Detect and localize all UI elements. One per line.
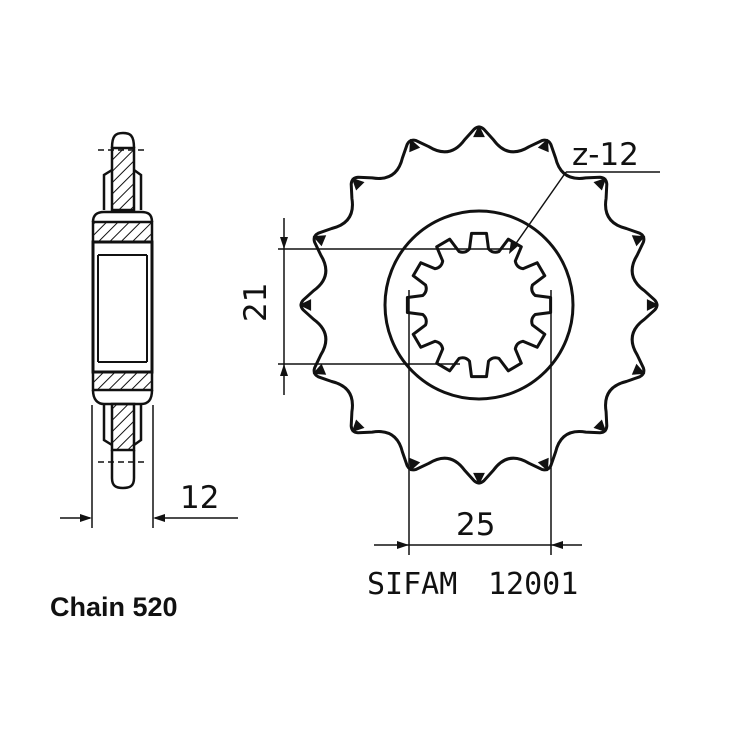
maker-caption: SIFAM bbox=[367, 567, 457, 602]
spline-bore-outline bbox=[405, 231, 553, 379]
tooth-tip bbox=[351, 419, 365, 433]
inner-dim-label: 21 bbox=[238, 283, 274, 322]
tooth-tip bbox=[537, 457, 549, 472]
lower-hub-band bbox=[91, 370, 154, 392]
upper-tooth-section bbox=[110, 146, 136, 212]
tooth-tip bbox=[646, 299, 659, 311]
chain-caption: Chain 520 bbox=[50, 592, 178, 622]
teeth-leader-line bbox=[509, 171, 567, 253]
upper-hub-flange bbox=[91, 210, 154, 223]
sprocket-teeth-outline bbox=[299, 125, 659, 485]
teeth-count-label: z-12 bbox=[572, 137, 639, 173]
tooth-tip bbox=[473, 125, 485, 138]
spline-width-label: 25 bbox=[456, 507, 495, 543]
thickness-arrowhead-left bbox=[80, 514, 92, 522]
tooth-tip bbox=[312, 363, 327, 375]
tooth-tip bbox=[473, 472, 485, 485]
tooth-tip bbox=[593, 419, 607, 433]
dim25-arrow-left bbox=[397, 541, 409, 549]
lower-hub-flange bbox=[91, 389, 154, 406]
upper-tooth-tip bbox=[110, 131, 136, 149]
tooth-tip bbox=[409, 138, 421, 153]
tooth-tips bbox=[299, 125, 659, 485]
side-section-view: 12 bbox=[60, 131, 238, 528]
upper-tooth-flare bbox=[102, 168, 143, 210]
dim25-arrow-right bbox=[551, 541, 563, 549]
tooth-tip bbox=[593, 177, 607, 191]
tooth-tip bbox=[631, 363, 646, 375]
hub-body bbox=[91, 240, 154, 374]
tooth-tip bbox=[409, 457, 421, 472]
thickness-arrowhead-right bbox=[153, 514, 165, 522]
lower-tooth-flare bbox=[102, 404, 143, 447]
part-number-caption: 12001 bbox=[488, 567, 578, 602]
tooth-tip bbox=[537, 138, 549, 153]
upper-hub-band bbox=[91, 220, 154, 244]
dim21-arrow-bottom bbox=[280, 364, 288, 376]
tooth-tip bbox=[351, 177, 365, 191]
tooth-tip bbox=[631, 235, 646, 247]
tooth-tip bbox=[299, 299, 312, 311]
teeth-leader-arrow bbox=[509, 241, 518, 254]
lower-tooth-tip bbox=[110, 450, 136, 490]
tooth-tip bbox=[312, 235, 327, 247]
hub-circle bbox=[383, 209, 575, 401]
front-view: 21 25 z-12 bbox=[238, 125, 660, 555]
dim21-arrow-top bbox=[280, 237, 288, 249]
thickness-label: 12 bbox=[180, 480, 219, 516]
lower-tooth-section bbox=[110, 402, 136, 452]
